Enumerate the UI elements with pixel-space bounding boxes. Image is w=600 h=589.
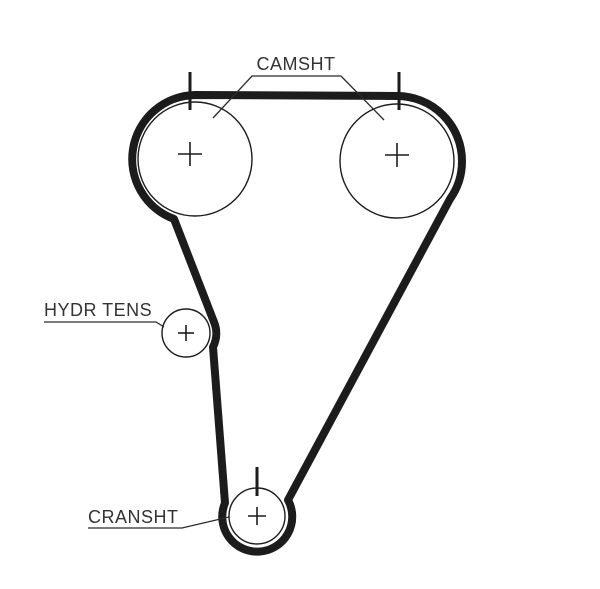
crankshaft-label: CRANSHT xyxy=(88,507,179,527)
timing-belt-path xyxy=(128,91,467,556)
tensioner-label: HYDR TENS xyxy=(44,300,152,320)
camshaft-leader-line xyxy=(212,75,385,121)
cross-mark-camshaft-left xyxy=(178,142,202,166)
crankshaft-leader-line xyxy=(88,516,230,529)
tensioner-leader-line xyxy=(44,321,165,328)
camshaft-label: CAMSHT xyxy=(257,54,336,74)
camshaft-pulley-left xyxy=(137,101,253,217)
cross-mark-camshaft-right xyxy=(385,143,409,167)
cross-mark-crankshaft xyxy=(248,507,266,525)
cross-mark-tensioner xyxy=(178,325,194,341)
